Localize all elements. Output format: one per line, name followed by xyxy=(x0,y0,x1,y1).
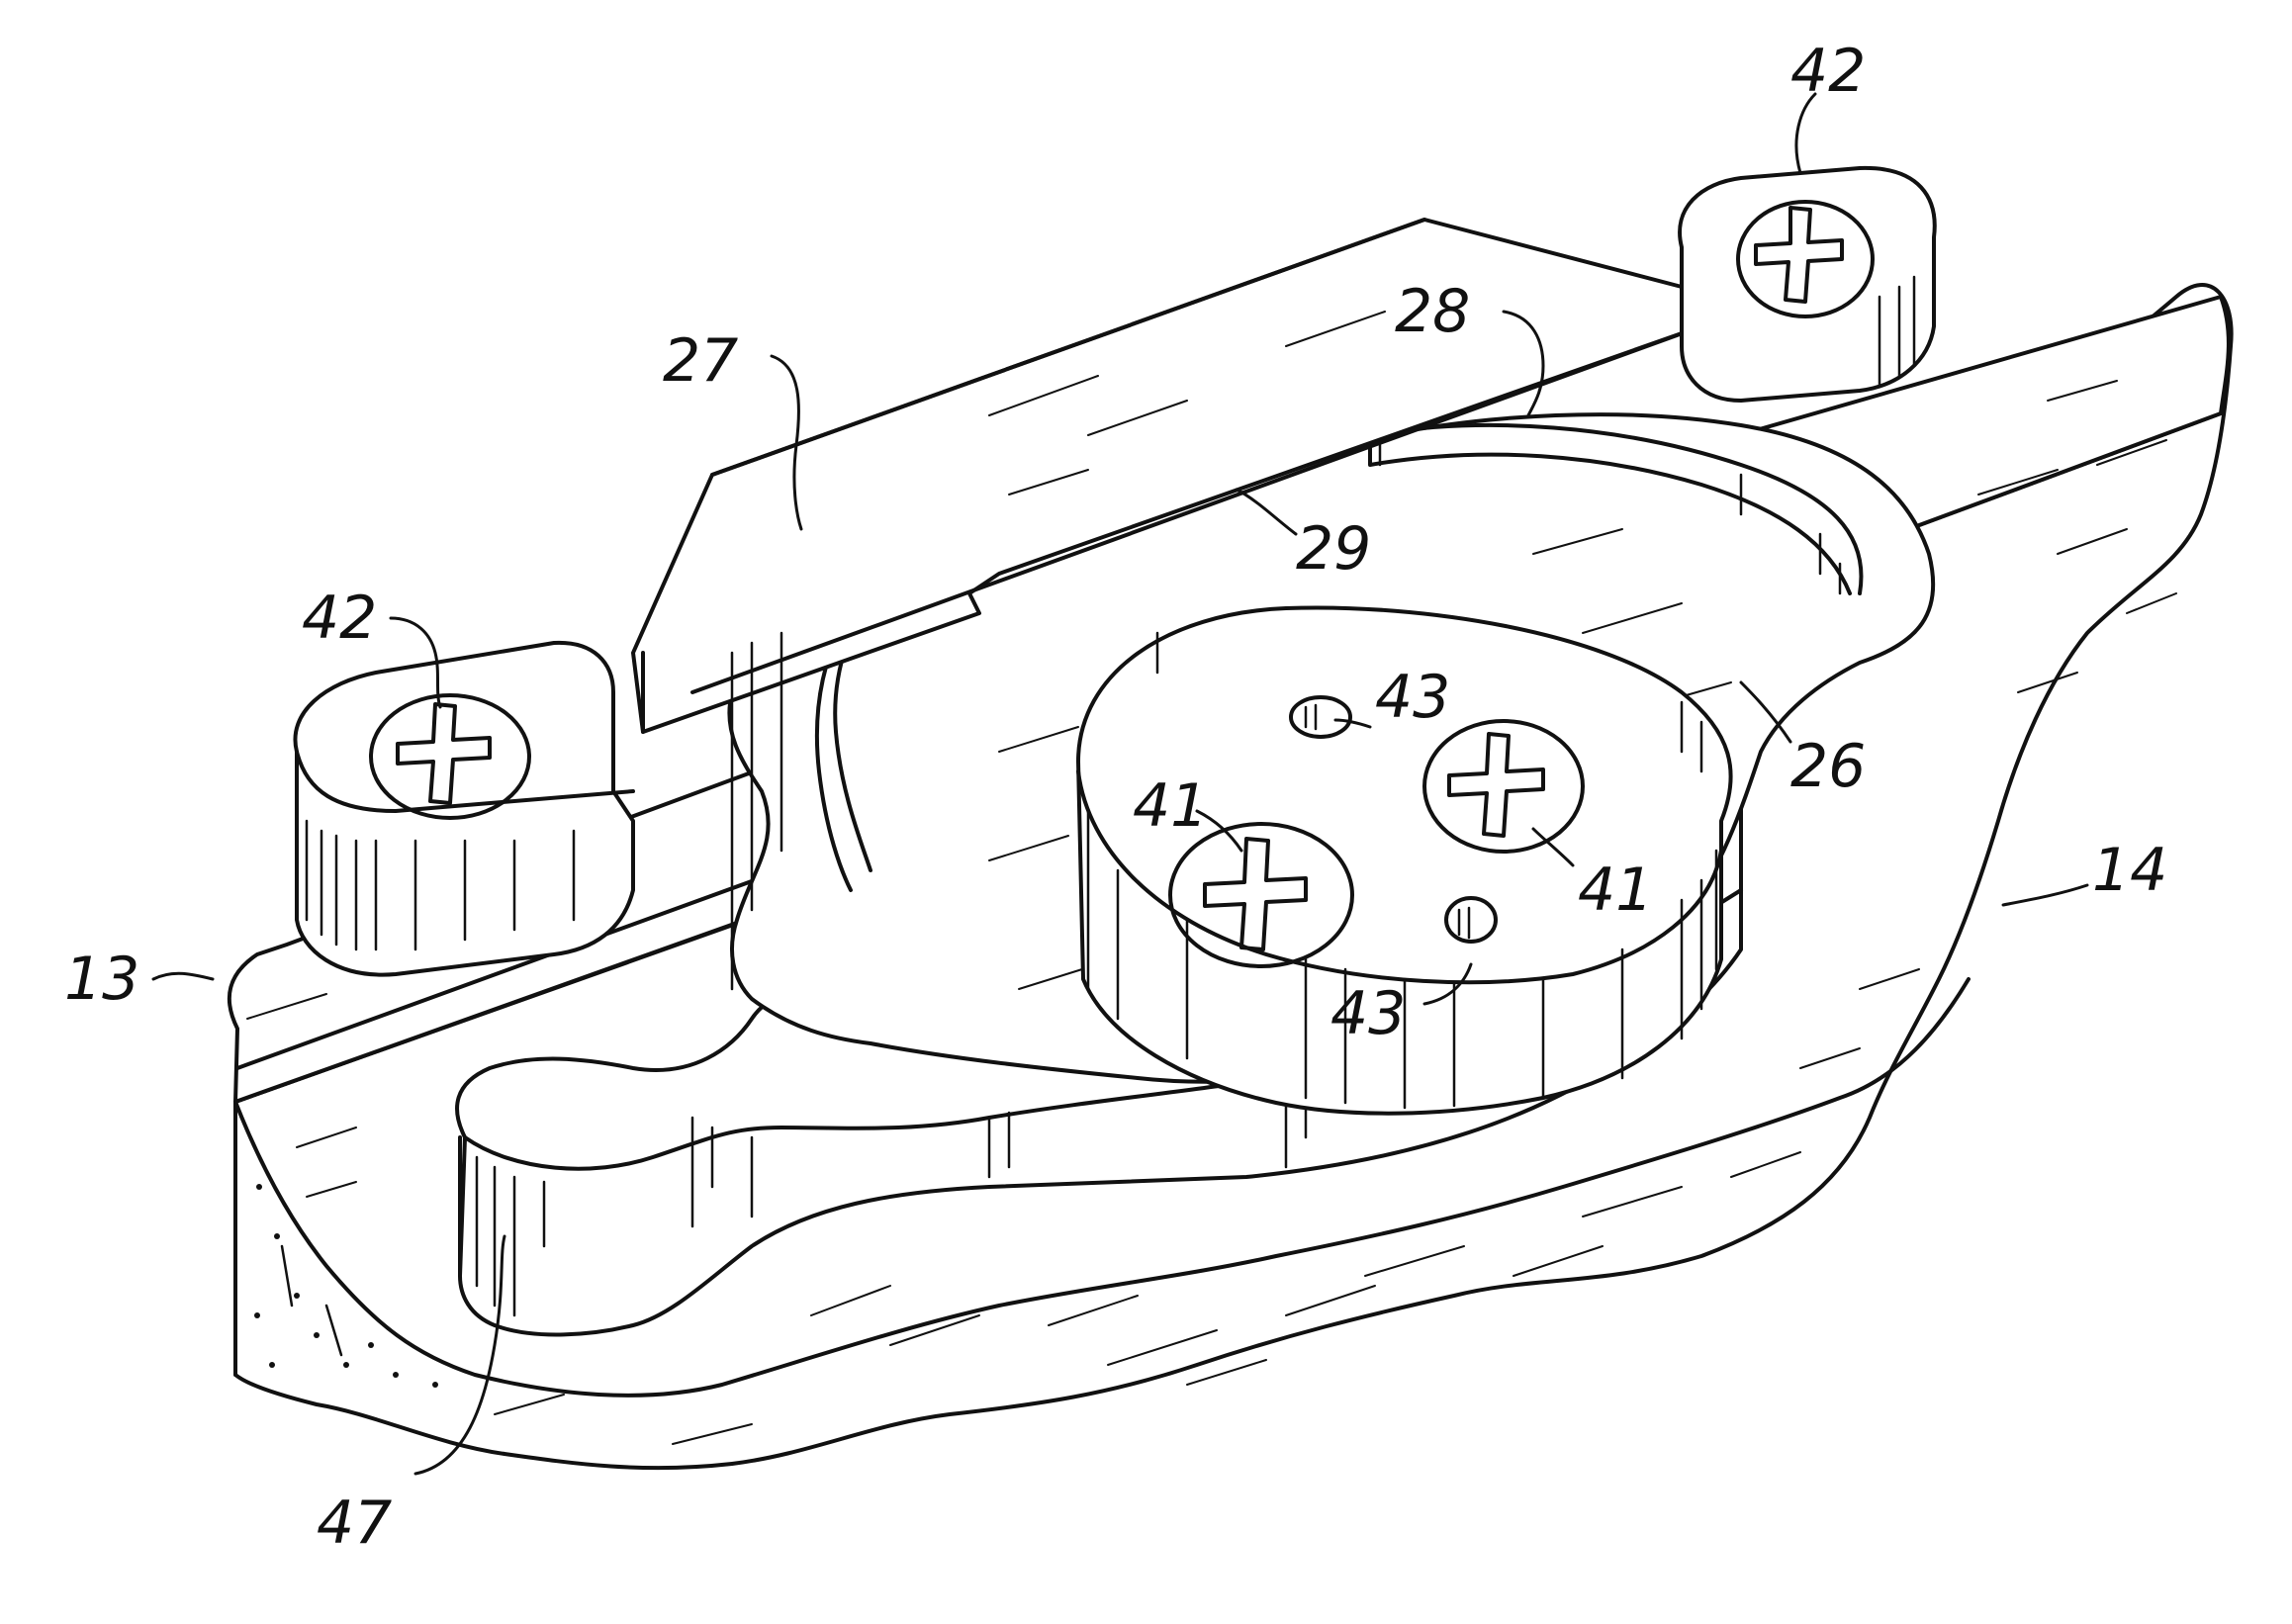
label-41-left: 41 xyxy=(1133,771,1208,841)
leader-14 xyxy=(2003,885,2087,905)
label-13: 13 xyxy=(64,945,139,1014)
label-29: 29 xyxy=(1296,514,1371,584)
label-26: 26 xyxy=(1790,732,1866,801)
lug-left xyxy=(295,643,633,975)
label-43-top: 43 xyxy=(1375,663,1450,732)
label-43-bottom: 43 xyxy=(1330,979,1406,1048)
label-42-left: 42 xyxy=(302,584,377,653)
lug-right xyxy=(1680,168,1935,401)
label-42-top: 42 xyxy=(1790,37,1866,106)
leader-13 xyxy=(153,973,213,979)
leader-42-top xyxy=(1796,94,1815,173)
label-41-right: 41 xyxy=(1578,856,1653,925)
label-27: 27 xyxy=(663,326,738,396)
label-28: 28 xyxy=(1395,277,1470,346)
label-14: 14 xyxy=(2092,836,2167,905)
label-47: 47 xyxy=(317,1489,392,1558)
